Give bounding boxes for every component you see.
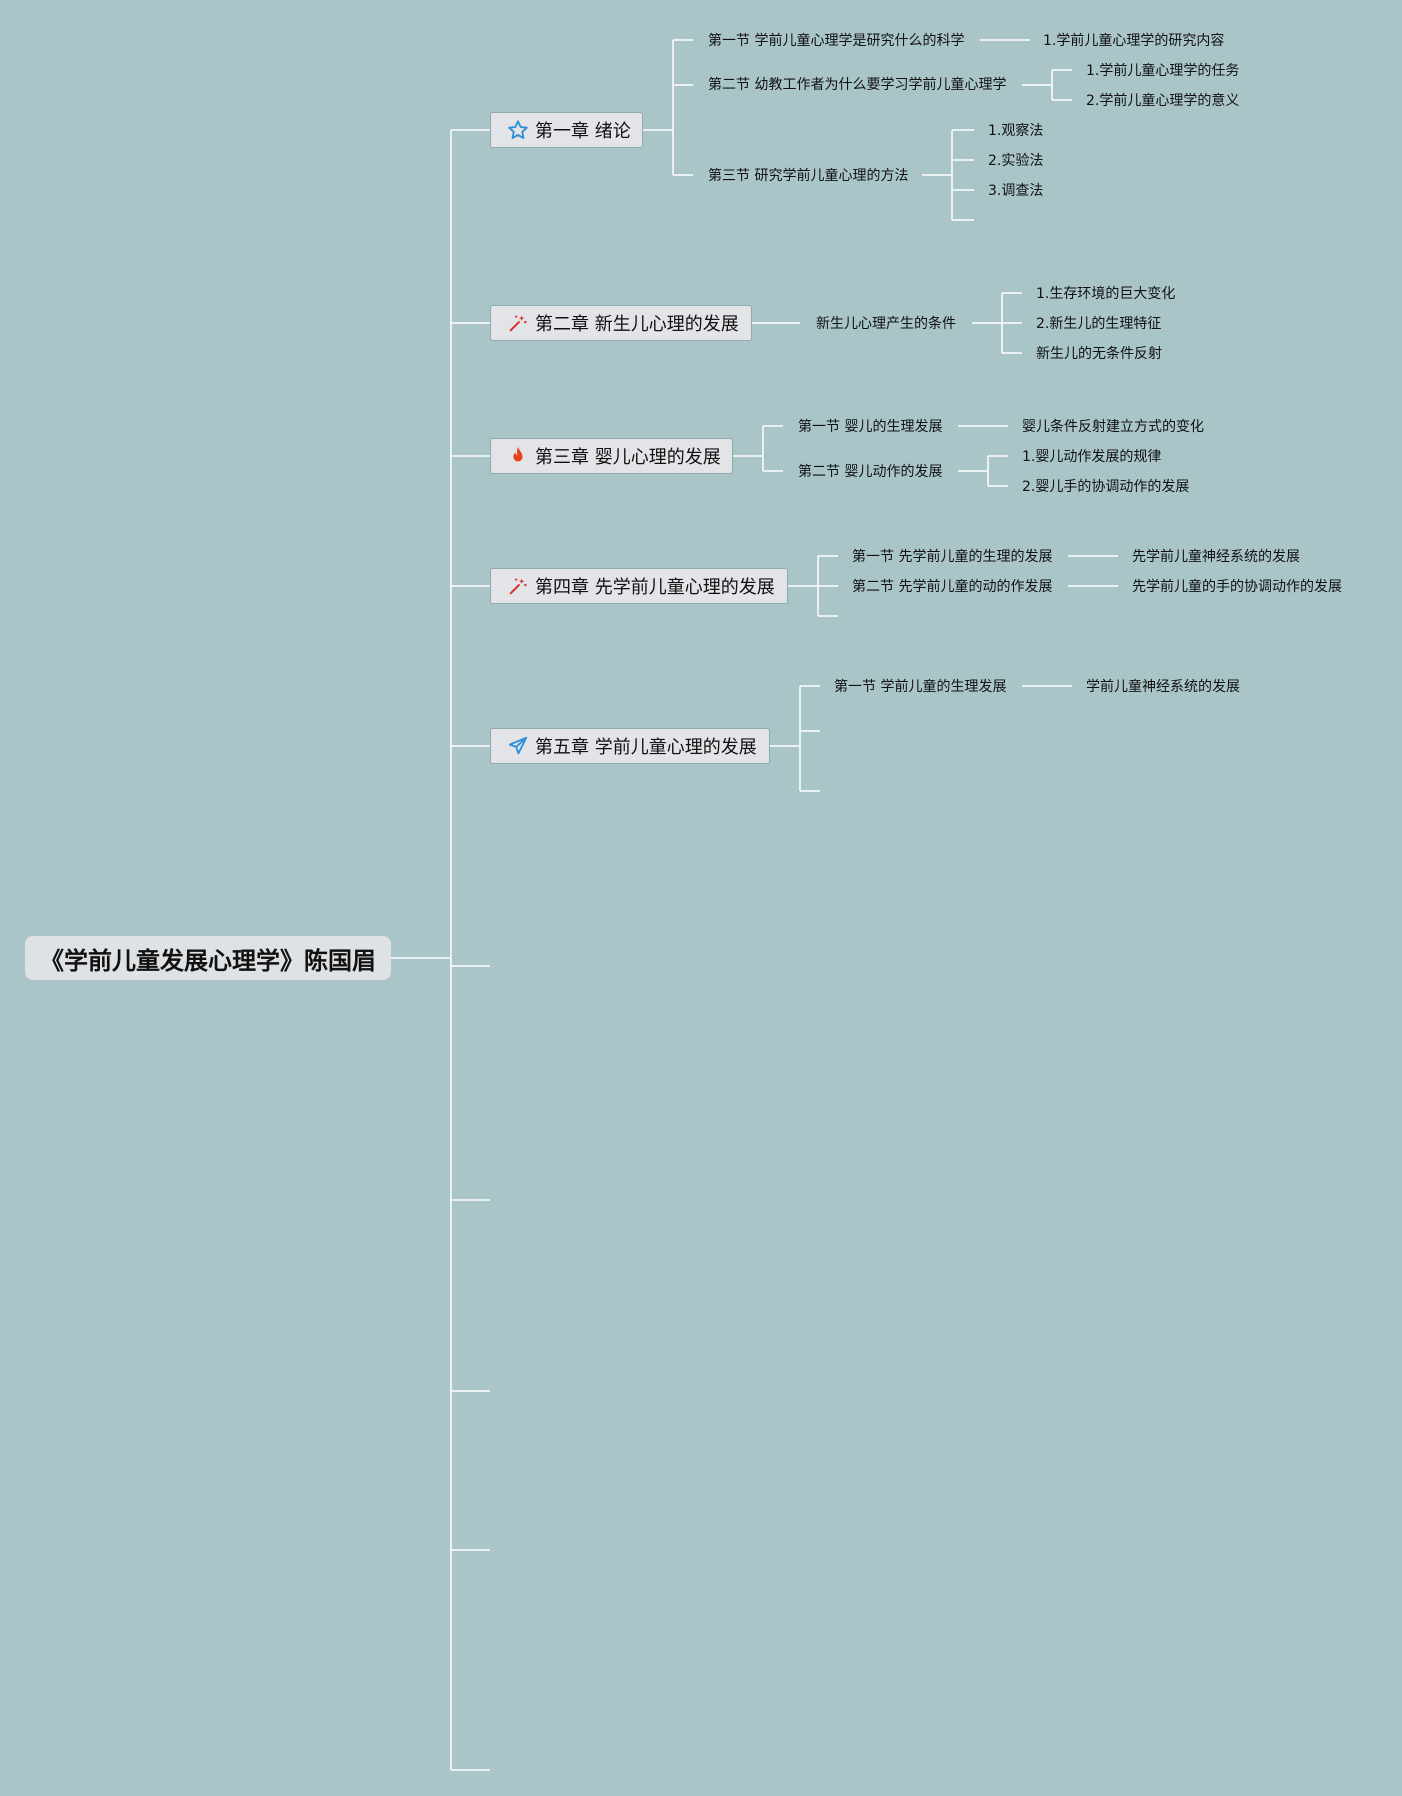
section-node[interactable]: 第一节 婴儿的生理发展 <box>798 419 943 435</box>
leaf-node[interactable]: 1.婴儿动作发展的规律 <box>1022 449 1162 465</box>
leaf-node[interactable]: 2.学前儿童心理学的意义 <box>1086 93 1240 109</box>
magic-wand-icon <box>507 312 529 334</box>
section-node[interactable]: 第一节 学前儿童心理学是研究什么的科学 <box>708 33 965 49</box>
leaf-node[interactable]: 1.观察法 <box>988 123 1044 139</box>
leaf-node[interactable]: 1.学前儿童心理学的研究内容 <box>1043 33 1225 49</box>
section-node[interactable]: 第二节 婴儿动作的发展 <box>798 464 943 480</box>
chapter-2-label: 第二章 新生儿心理的发展 <box>535 314 739 335</box>
section-node[interactable]: 第二节 幼教工作者为什么要学习学前儿童心理学 <box>708 77 1007 93</box>
chapter-1-label: 第一章 绪论 <box>535 121 631 142</box>
paper-plane-icon <box>507 735 529 757</box>
chapter-3-label: 第三章 婴儿心理的发展 <box>535 447 721 468</box>
chapter-4-label: 第四章 先学前儿童心理的发展 <box>535 577 775 598</box>
leaf-node[interactable]: 2.新生儿的生理特征 <box>1036 316 1162 332</box>
section-node[interactable]: 第一节 学前儿童的生理发展 <box>834 679 1007 695</box>
leaf-node[interactable]: 2.实验法 <box>988 153 1044 169</box>
chapter-5-node[interactable]: 第五章 学前儿童心理的发展 <box>490 728 770 764</box>
leaf-node[interactable]: 2.婴儿手的协调动作的发展 <box>1022 479 1190 495</box>
leaf-node[interactable]: 先学前儿童的手的协调动作的发展 <box>1132 579 1342 595</box>
section-node[interactable]: 新生儿心理产生的条件 <box>816 316 956 332</box>
leaf-node[interactable]: 1.学前儿童心理学的任务 <box>1086 63 1240 79</box>
chapter-2-node[interactable]: 第二章 新生儿心理的发展 <box>490 305 752 341</box>
root-title: 《学前儿童发展心理学》陈国眉 <box>40 946 376 975</box>
section-node[interactable]: 第二节 先学前儿童的动的作发展 <box>852 579 1053 595</box>
section-node[interactable]: 第一节 先学前儿童的生理的发展 <box>852 549 1053 565</box>
section-node[interactable]: 第三节 研究学前儿童心理的方法 <box>708 168 909 184</box>
chapter-1-node[interactable]: 第一章 绪论 <box>490 112 643 148</box>
leaf-node[interactable]: 新生儿的无条件反射 <box>1036 346 1162 362</box>
star-icon <box>507 119 529 141</box>
chapter-3-node[interactable]: 第三章 婴儿心理的发展 <box>490 438 733 474</box>
fire-icon <box>507 445 529 467</box>
leaf-node[interactable]: 1.生存环境的巨大变化 <box>1036 286 1176 302</box>
leaf-node[interactable]: 先学前儿童神经系统的发展 <box>1132 549 1300 565</box>
leaf-node[interactable]: 婴儿条件反射建立方式的变化 <box>1022 419 1204 435</box>
leaf-node[interactable]: 3.调查法 <box>988 183 1044 199</box>
leaf-node[interactable]: 学前儿童神经系统的发展 <box>1086 679 1240 695</box>
magic-wand-icon <box>507 575 529 597</box>
chapter-4-node[interactable]: 第四章 先学前儿童心理的发展 <box>490 568 788 604</box>
chapter-5-label: 第五章 学前儿童心理的发展 <box>535 737 757 758</box>
root-topic[interactable]: 《学前儿童发展心理学》陈国眉 <box>25 936 391 980</box>
